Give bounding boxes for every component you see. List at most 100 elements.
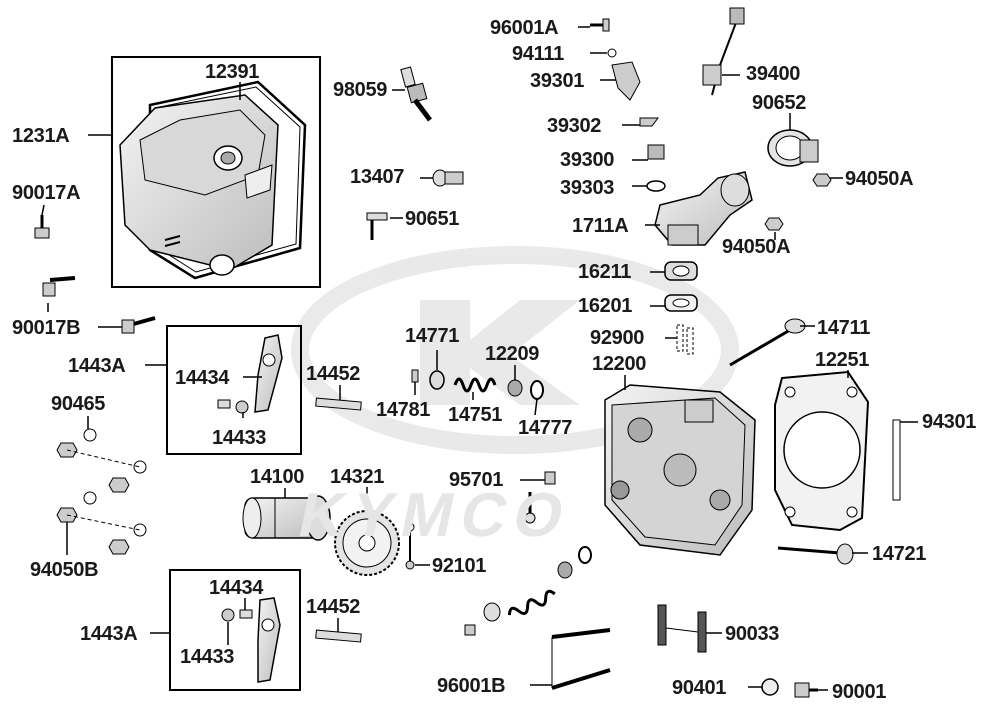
label-12200: 12200 [592, 353, 647, 375]
clip-39302 [639, 117, 659, 127]
bolt-95701 [524, 471, 556, 524]
label-14100: 14100 [250, 466, 305, 488]
dowel-pins-92900 [676, 324, 694, 355]
retainer-14771 [429, 370, 445, 390]
label-14434-bottom: 14434 [209, 577, 264, 599]
leader-lines [41, 26, 918, 691]
washers-90465 [83, 428, 147, 537]
pin-92101 [405, 522, 415, 570]
lower-valve-spring-group [464, 546, 592, 636]
label-14452-top: 14452 [306, 363, 361, 385]
label-1711A: 1711A [572, 215, 629, 237]
label-94301: 94301 [922, 411, 977, 433]
label-14434-top: 14434 [175, 367, 230, 389]
label-12391: 12391 [205, 61, 260, 83]
watermark-brand-text: KYMCO [292, 481, 579, 550]
rocker-arm-box-bottom [169, 569, 301, 691]
cylinder-head-cover-group [111, 56, 321, 288]
cotter-14781 [411, 369, 419, 383]
label-14433-top: 14433 [212, 427, 267, 449]
label-92101: 92101 [432, 555, 487, 577]
nuts-94050B [56, 442, 141, 555]
label-98059: 98059 [333, 79, 388, 101]
label-90033: 90033 [725, 623, 780, 645]
label-14321: 14321 [330, 466, 385, 488]
bolt-90017B-2 [121, 316, 156, 334]
label-90652: 90652 [752, 92, 807, 114]
nut-94050A-1 [812, 173, 832, 187]
stem-seal-12209 [507, 379, 523, 397]
intake-valve-14711 [729, 318, 806, 367]
label-90465: 90465 [51, 393, 106, 415]
rocker-shaft-14452-bottom [315, 629, 362, 643]
bolt-90001 [794, 682, 818, 698]
dowel-94301 [892, 419, 901, 501]
rocker-arm-top [254, 334, 283, 413]
label-90017A: 90017A [12, 182, 81, 204]
label-96001A: 96001A [490, 17, 559, 39]
rocker-arm-box-top [166, 325, 302, 455]
sensor-39400 [702, 7, 745, 96]
label-14777: 14777 [518, 417, 573, 439]
oring-39303 [646, 180, 666, 192]
label-14771: 14771 [405, 325, 460, 347]
label-96001B: 96001B [437, 675, 506, 697]
spark-plug [400, 66, 432, 122]
label-94111: 94111 [512, 43, 564, 65]
label-1231A: 1231A [12, 125, 70, 147]
label-95701: 95701 [449, 469, 504, 491]
label-14433-bottom: 14433 [180, 646, 235, 668]
label-16201: 16201 [578, 295, 633, 317]
washer-90401 [761, 678, 779, 696]
clip-90651 [366, 212, 388, 240]
label-1443A-top: 1443A [68, 355, 126, 377]
label-90017B: 90017B [12, 317, 81, 339]
bracket-39301 [611, 61, 641, 101]
exhaust-valve-14721 [777, 543, 854, 565]
bolt-90017B [42, 276, 76, 297]
label-90651: 90651 [405, 208, 460, 230]
label-39300: 39300 [560, 149, 615, 171]
label-39301: 39301 [530, 70, 585, 92]
label-90001: 90001 [832, 681, 887, 703]
label-94050B: 94050B [30, 559, 99, 581]
cylinder-head-12200 [604, 384, 756, 556]
rocker-shaft-14452-top [315, 397, 362, 411]
label-39400: 39400 [746, 63, 801, 85]
label-39303: 39303 [560, 177, 615, 199]
label-39302: 39302 [547, 115, 602, 137]
fitting-39300 [647, 144, 665, 160]
label-12209: 12209 [485, 343, 540, 365]
studs-96001B [551, 628, 611, 690]
camshaft-14100 [242, 495, 331, 541]
nut-94050A-2 [764, 217, 784, 231]
label-16211: 16211 [578, 261, 632, 283]
rocker-arm-bottom [257, 597, 281, 683]
label-12251: 12251 [815, 349, 870, 371]
label-92900: 92900 [590, 327, 645, 349]
label-14751: 14751 [448, 404, 503, 426]
label-13407: 13407 [350, 166, 405, 188]
thermo-switch-13407 [432, 169, 464, 187]
bolt-96001A [590, 18, 610, 32]
bolt-90017A [34, 215, 50, 239]
label-14721: 14721 [872, 543, 927, 565]
label-14781: 14781 [376, 399, 431, 421]
label-94050A-1: 94050A [845, 168, 914, 190]
label-94050A-2: 94050A [722, 236, 791, 258]
valve-spring-14751 [453, 377, 497, 393]
studs-90033 [657, 604, 707, 653]
intake-manifold-1711A [654, 171, 753, 246]
label-90401: 90401 [672, 677, 727, 699]
cam-sprocket-14321 [334, 510, 400, 576]
label-14711: 14711 [817, 317, 871, 339]
label-14452-bottom: 14452 [306, 596, 361, 618]
label-1443A-bottom: 1443A [80, 623, 138, 645]
insulator-16211 [664, 261, 698, 281]
seat-14777 [530, 380, 544, 400]
washer-94111 [607, 48, 617, 58]
head-gasket-12251 [774, 370, 870, 532]
clamp-90652 [767, 129, 819, 167]
gasket-16201 [664, 294, 698, 312]
